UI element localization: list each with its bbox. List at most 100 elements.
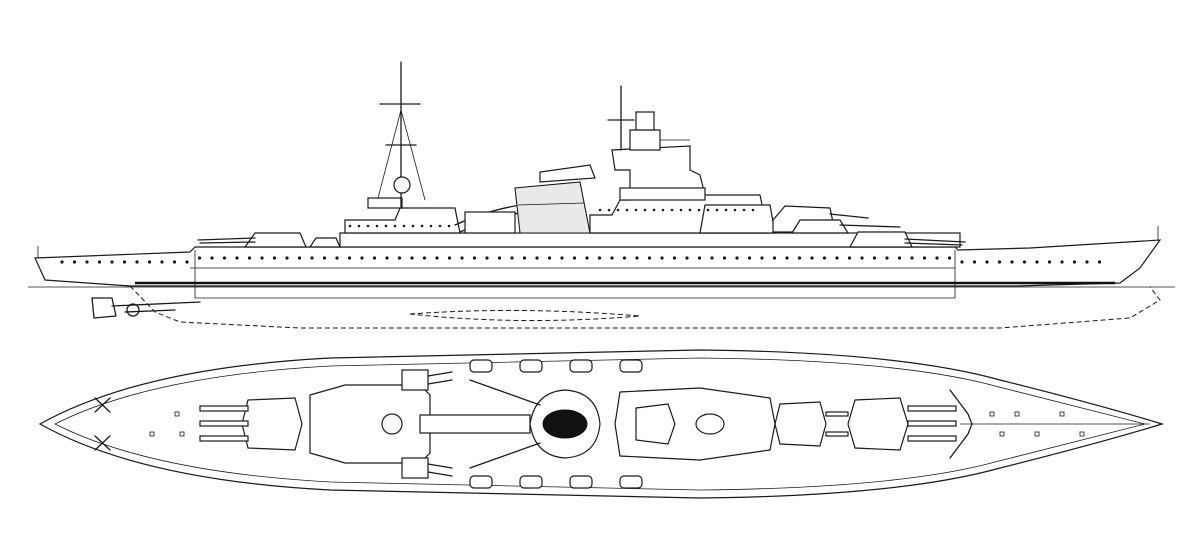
superstructure-window — [375, 224, 379, 228]
porthole — [697, 256, 702, 260]
bridge-deck — [619, 187, 706, 201]
superstructure-window — [634, 208, 638, 212]
porthole — [922, 256, 927, 260]
ships-boat — [619, 475, 643, 489]
porthole — [510, 256, 514, 260]
secondary-turret-aft — [308, 237, 341, 248]
funnel-band — [517, 202, 585, 206]
deck-fitting — [179, 431, 185, 437]
secondary-turret-fore-gun — [829, 213, 869, 219]
turret-b-guns — [839, 224, 901, 228]
deck-fitting — [1079, 431, 1085, 437]
porthole — [1035, 260, 1039, 264]
porthole — [535, 256, 539, 260]
bilge-keel — [409, 309, 641, 322]
porthole — [147, 260, 152, 264]
ships-boats — [469, 359, 643, 489]
ships-boat — [619, 359, 643, 373]
porthole — [610, 256, 614, 260]
ships-boat — [569, 359, 593, 373]
mast-stay-2 — [400, 109, 426, 201]
superstructure-window — [357, 224, 361, 228]
superstructure-window — [411, 224, 415, 228]
porthole — [347, 256, 352, 260]
superstructure-window — [652, 208, 656, 212]
mast-stay — [377, 109, 402, 199]
aft-superstructure — [344, 207, 461, 234]
superstructure-window — [607, 208, 611, 212]
porthole — [197, 256, 202, 260]
porthole — [685, 256, 689, 260]
porthole — [1060, 260, 1064, 264]
porthole — [997, 260, 1002, 264]
porthole — [735, 256, 739, 260]
deck-fitting — [174, 411, 180, 417]
porthole — [72, 260, 77, 264]
porthole — [985, 260, 989, 264]
porthole — [135, 260, 139, 264]
deck-fitting — [999, 431, 1005, 437]
conning-tower-plan — [635, 403, 676, 445]
underwater-hull — [129, 285, 1161, 329]
turret-b-side — [790, 219, 850, 234]
porthole — [785, 256, 789, 260]
porthole — [647, 256, 652, 260]
turret-c-plan — [199, 397, 303, 451]
turret-b-plan — [774, 401, 827, 447]
porthole — [160, 260, 164, 264]
turret-c-guns-2 — [199, 241, 256, 244]
superstructure-window — [742, 208, 746, 212]
superstructure-window — [679, 208, 683, 212]
deck-fitting — [989, 411, 995, 417]
porthole — [935, 256, 939, 260]
porthole — [597, 256, 602, 260]
deck-fitting — [1034, 431, 1040, 437]
forward-director-plan — [695, 413, 725, 435]
porthole — [335, 256, 339, 260]
porthole — [897, 256, 902, 260]
porthole — [247, 256, 252, 260]
deck-outline — [38, 349, 1165, 499]
porthole — [435, 256, 439, 260]
ships-boat — [519, 359, 543, 373]
aft-mast-plan — [381, 413, 403, 435]
porthole — [1022, 260, 1027, 264]
porthole — [635, 256, 639, 260]
porthole — [410, 256, 414, 260]
porthole — [497, 256, 502, 260]
funnel-cap — [539, 164, 596, 183]
superstructure-window — [751, 208, 755, 212]
porthole — [622, 256, 627, 260]
porthole — [460, 256, 464, 260]
superstructure-window — [724, 208, 728, 212]
fore-deckhouse — [699, 204, 776, 234]
superstructure-window — [447, 224, 451, 228]
funnel-cap-plan — [542, 409, 588, 439]
deck-fitting — [1014, 411, 1020, 417]
superstructure-window — [420, 224, 424, 228]
turret-c-side — [243, 232, 307, 248]
porthole — [872, 256, 877, 260]
turret-c-guns — [197, 237, 256, 241]
porthole — [672, 256, 677, 260]
porthole — [260, 256, 264, 260]
porthole — [885, 256, 889, 260]
porthole — [1072, 260, 1077, 264]
superstructure-window — [670, 208, 674, 212]
porthole — [522, 256, 527, 260]
superstructure-window — [598, 208, 602, 212]
secondary-turret-plan-2 — [401, 457, 453, 479]
porthole — [1085, 260, 1089, 264]
porthole — [85, 260, 89, 264]
deck-fittings — [149, 411, 1085, 437]
aft-superstructure-plan — [309, 384, 431, 464]
porthole — [660, 256, 664, 260]
ships-boat — [469, 359, 493, 373]
porthole — [860, 256, 864, 260]
superstructure-window — [366, 224, 370, 228]
turret-a-plan — [825, 397, 957, 451]
porthole — [172, 260, 177, 264]
porthole — [272, 256, 277, 260]
superstructure-window — [402, 224, 406, 228]
porthole — [797, 256, 802, 260]
